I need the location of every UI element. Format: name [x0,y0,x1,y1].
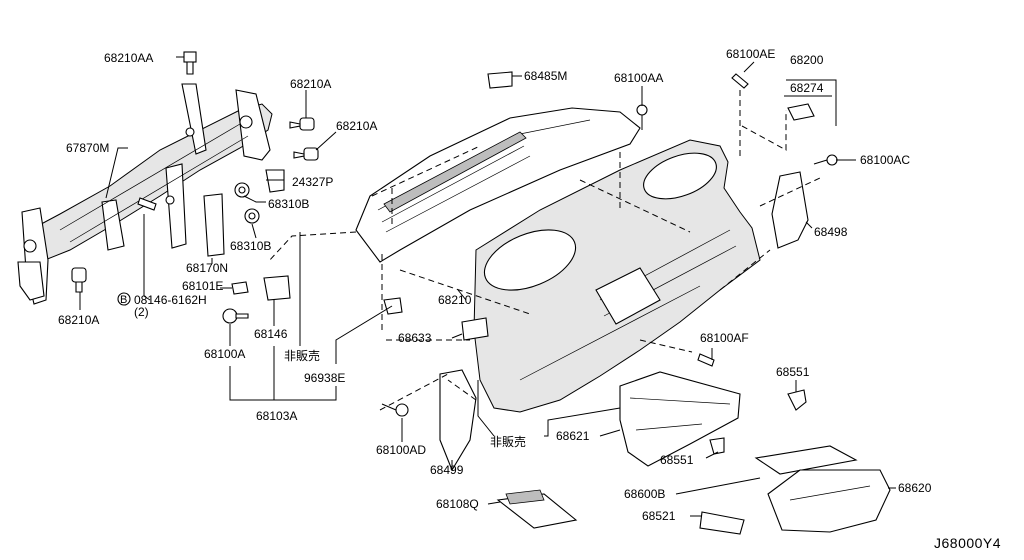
label-68100ad: 68100AD [376,443,426,457]
label-68100a: 68100A [204,347,245,361]
assembly-guide-lines [267,90,821,411]
label-68521: 68521 [642,509,676,523]
bolt-68210a-upper-icon [289,117,315,131]
bolt-68210aa-icon [183,51,197,75]
bracket-68146-icon [263,275,291,301]
instrument-upper-panel-68200 [355,71,641,263]
part-labels: 68210AA 68210A 68210A 67870M 24327P 6831… [58,47,932,523]
label-68274: 68274 [790,81,824,95]
clip-68551-lower-icon [709,437,725,455]
label-68100ac: 68100AC [860,153,910,167]
label-68210a-upper: 68210A [290,77,331,91]
bolt-68210a-lower-icon [71,267,87,293]
screw-68100af-icon [697,353,715,367]
clip-96938e-icon [383,297,403,315]
diagram-reference-code: J68000Y4 [934,535,1001,551]
label-68210: 68210 [438,293,472,307]
label-not-for-sale-center: 非販売 [490,434,526,449]
label-68210aa: 68210AA [104,51,153,65]
label-68100ae: 68100AE [726,47,775,61]
label-68498: 68498 [814,225,848,239]
glove-box-housing-68621 [619,371,741,467]
label-08146-code: 08146-6162H [134,293,207,307]
label-68103a: 68103A [256,409,297,423]
label-68101e: 68101E [182,279,223,293]
bolt-68100a-icon [222,308,249,324]
clip-24327p-icon [265,169,285,193]
label-24327p: 24327P [292,175,333,189]
label-68310b-upper: 68310B [268,197,309,211]
side-cover-68499 [439,369,477,472]
bolt-type-marker: B [120,294,127,306]
screw-68100ae-icon [731,73,749,89]
bolt-08146-icon [137,197,157,211]
label-68210a-middle: 68210A [336,119,377,133]
label-67870m: 67870M [66,141,109,155]
bolt-68210a-middle-icon [293,147,319,161]
label-not-for-sale-left: 非販売 [284,348,320,363]
clip-68274-icon [787,103,815,121]
part-68108q [496,489,578,529]
label-68310b-lower: 68310B [230,239,271,253]
instrument-panel-68210 [473,139,761,413]
leader-lines [79,56,896,517]
side-cover-68498 [771,171,809,249]
label-68146: 68146 [254,327,288,341]
steering-member-67870m [17,83,273,305]
label-68633: 68633 [398,331,432,345]
label-68485m: 68485M [524,69,567,83]
nut-68310b-upper-icon [234,182,250,198]
label-68551-upper: 68551 [776,365,810,379]
label-68170n: 68170N [186,261,228,275]
label-68210a-lower: 68210A [58,313,99,327]
screw-68100ac-icon [813,154,838,166]
glove-box-68620 [767,469,891,533]
nut-68310b-lower-icon [244,208,260,224]
label-96938e: 96938E [304,371,345,385]
label-68100aa: 68100AA [614,71,663,85]
screw-68100ad-icon [381,403,409,417]
label-68551-lower: 68551 [660,453,694,467]
label-68620: 68620 [898,481,932,495]
clip-68101e-icon [231,281,249,295]
label-68499: 68499 [430,463,464,477]
label-08146-quantity: (2) [134,305,149,319]
part-68521 [699,511,745,535]
glove-box-lid-68600b [754,445,858,475]
clip-68551-upper-icon [787,389,807,411]
label-68100af: 68100AF [700,331,749,345]
label-08146-6162h: B 08146-6162H (2) [117,292,207,319]
label-68108q: 68108Q [436,497,479,511]
label-68621: 68621 [556,429,590,443]
bracket-68633 [461,317,489,341]
label-68600b: 68600B [624,487,665,501]
label-68200: 68200 [790,53,824,67]
